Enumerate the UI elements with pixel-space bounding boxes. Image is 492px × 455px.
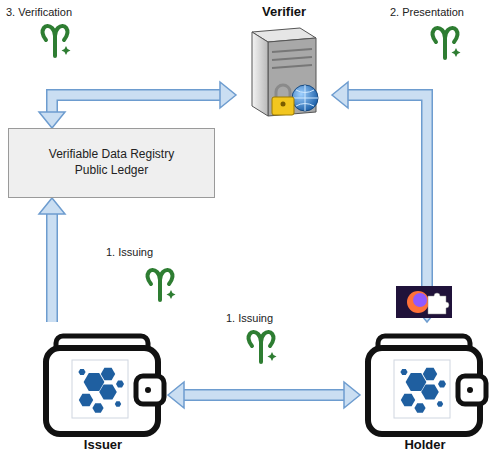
node-title: Issuer	[84, 437, 122, 452]
aries-logo	[43, 26, 71, 56]
server-icon	[252, 28, 318, 116]
arrow-shaft	[52, 95, 221, 113]
aries-logo	[148, 270, 176, 300]
arrow-shaft	[46, 213, 58, 322]
node-title: Verifier	[262, 4, 306, 19]
arrow-shaft	[347, 95, 427, 307]
arrow-head	[39, 112, 65, 128]
flow-arrow	[168, 382, 360, 408]
arrow-head	[220, 82, 236, 108]
registry-box: Verifiable Data Registry Public Ledger	[8, 128, 215, 198]
arrow-head	[39, 198, 65, 214]
step-label: 2. Presentation	[390, 6, 464, 18]
flow-arrow	[39, 198, 65, 322]
flow-arrow	[39, 82, 236, 128]
arrow-head	[344, 382, 360, 408]
issuer-wallet: Issuer	[38, 322, 168, 452]
node-text: Verifiable Data Registry Public Ledger	[37, 147, 187, 178]
arrow-shaft	[52, 95, 221, 113]
step-label: 1. Issuing	[226, 312, 273, 324]
aries-logo	[433, 28, 461, 58]
arrow-shaft	[347, 95, 427, 307]
step-label: 1. Issuing	[106, 246, 153, 258]
arrow-shaft	[183, 391, 345, 400]
aries-logo	[249, 332, 277, 362]
arrow-shaft	[48, 213, 57, 322]
holder-wallet: Holder	[360, 322, 490, 452]
arrow-head	[332, 82, 348, 108]
server-node: Verifier	[236, 4, 332, 122]
arrow-head	[168, 382, 184, 408]
node-title: Holder	[404, 437, 445, 452]
wallet-icon	[368, 336, 486, 434]
step-label: 3. Verification	[6, 6, 72, 18]
wallet-icon	[46, 336, 164, 434]
arrow-shaft	[183, 389, 345, 401]
